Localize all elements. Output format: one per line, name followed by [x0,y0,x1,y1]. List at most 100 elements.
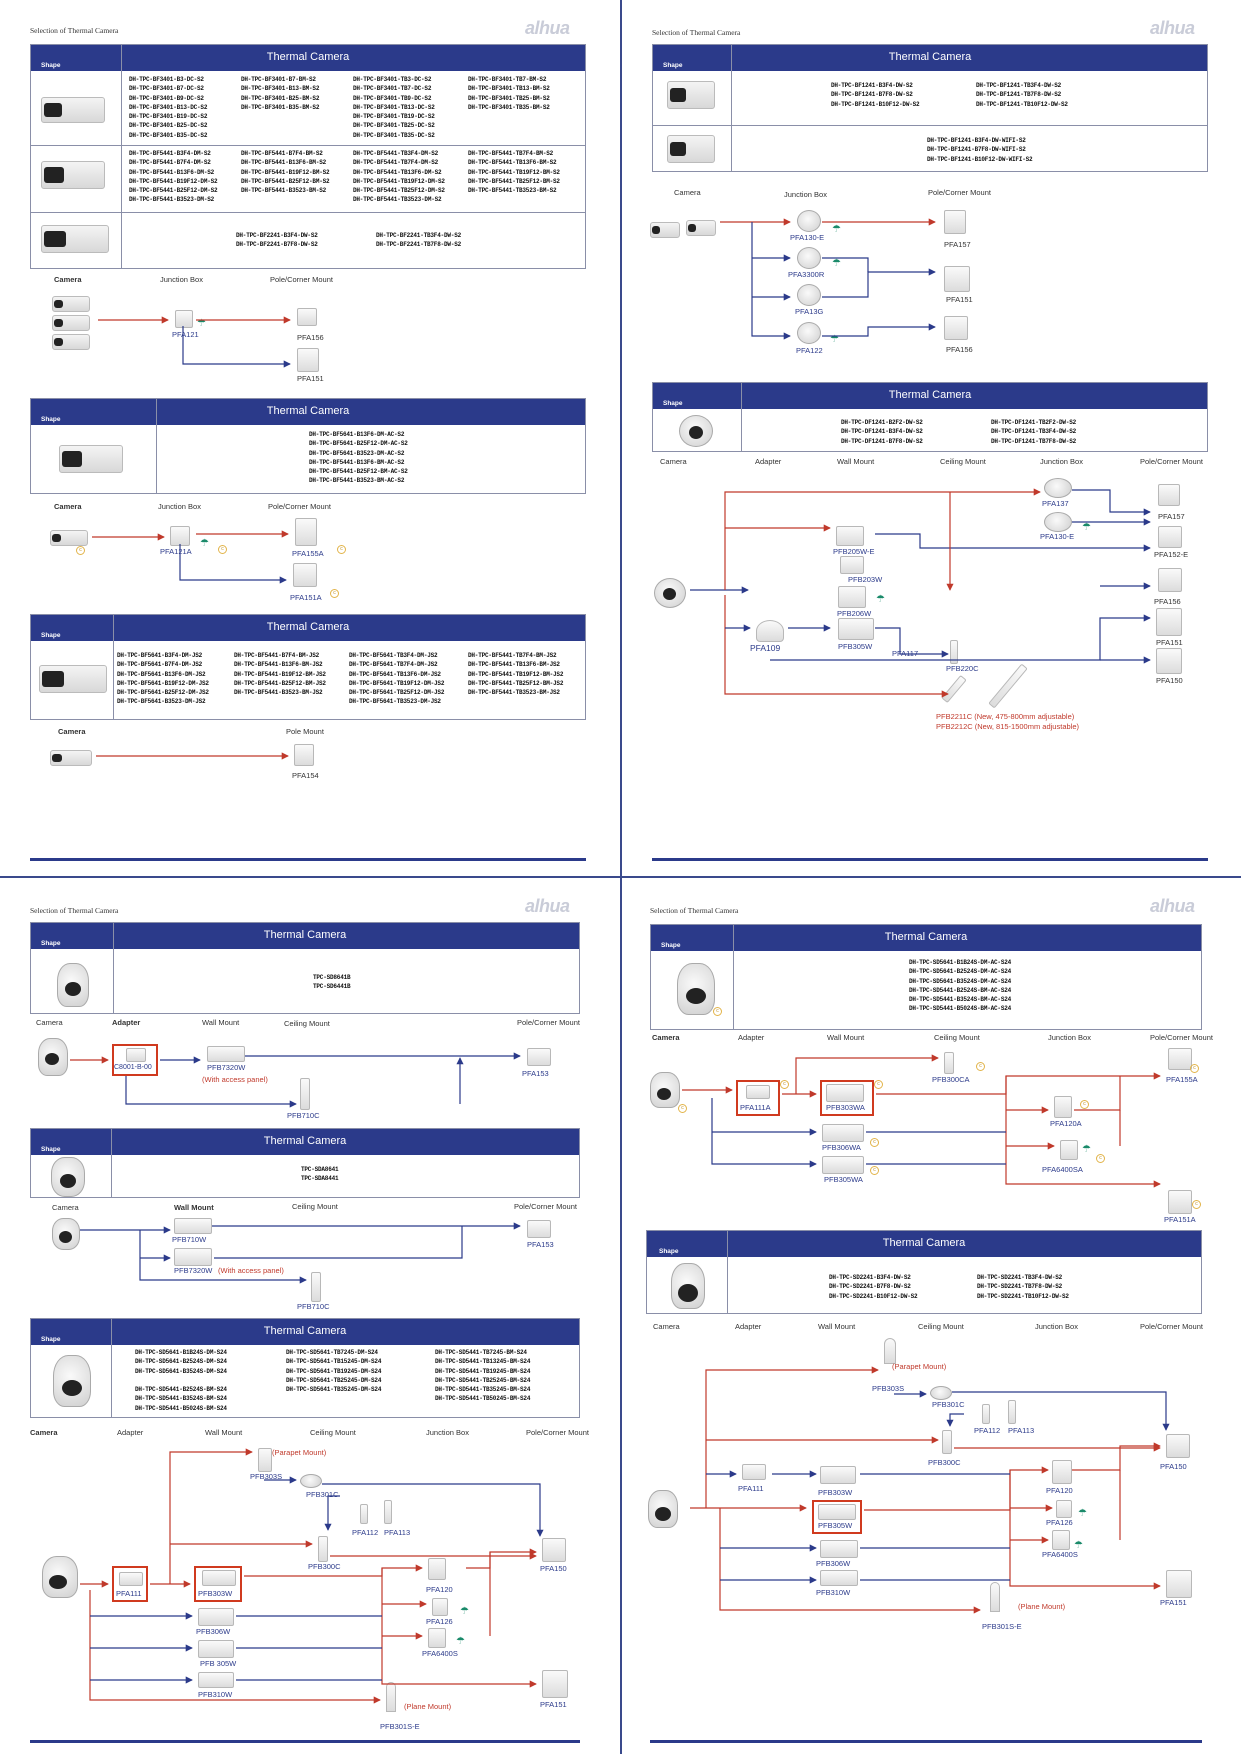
pole-mount-image [294,744,314,766]
model-table-bullet-ac: Thermal Camera Shape DH-TPC-BF5641-B13F6… [30,398,586,494]
part-pfa126: PFA126 [426,1617,453,1626]
part-pfb305wa: PFB305WA [824,1175,863,1184]
pole-mount-image [1168,1048,1192,1070]
corner-mount-image [1156,608,1182,636]
shape-label: Shape [41,1336,61,1343]
wall-mount-image [174,1248,212,1266]
wall-mount-image [820,1466,856,1484]
pole-mount-image [295,518,317,546]
pole-mount-image [1166,1434,1190,1458]
col-label-adapter: Adapter [738,1033,765,1042]
col-label-camera: Camera [674,188,701,197]
ptz-camera-image [57,963,89,1007]
model-table-ptz-ac: Thermal Camera Shape c DH-TPC-SD5641-B1B… [650,924,1202,1030]
waterproof-icon: ☂ [1078,1508,1087,1519]
part-pfa151: PFA151 [297,374,324,383]
bullet-camera-image [59,445,123,473]
junction-box-image [1052,1530,1070,1550]
ceiling-mount-image [988,663,1028,709]
section-title: Selection of Thermal Camera [652,28,741,37]
corner-mount-image [1166,1570,1192,1598]
col-label-pole-mount: Pole/Corner Mount [928,188,991,197]
model-list: DH-TPC-BF3401-TB3-DC-S2 DH-TPC-BF3401-TB… [353,76,435,139]
part-pfb301se: PFB301S-E [380,1722,420,1731]
wall-mount-image [838,586,866,608]
part-pfa121a: PFA121A [160,547,192,556]
part-pfb300c: PFB300C [928,1458,961,1467]
extension-pole-image [360,1504,368,1524]
junction-box-image [428,1628,446,1648]
model-table-ptz-sd: Thermal Camera Shape DH-TPC-SD5641-B1B24… [30,1318,580,1418]
col-label-adapter: Adapter [755,457,782,466]
shape-label: Shape [41,62,61,69]
part-pfa151: PFA151 [540,1700,567,1709]
brand-logo: alhua [1150,18,1195,38]
ptz-camera-image [53,1355,91,1407]
part-pfb300c: PFB300C [308,1562,341,1571]
wall-mount-image [822,1156,864,1174]
part-pfa120a: PFA120A [1050,1119,1082,1128]
adapter-image [742,1464,766,1480]
camera-image [52,296,90,312]
part-pfa156: PFA156 [297,333,324,342]
part-pfb305w: PFB305W [818,1521,853,1530]
camera-image [50,530,88,546]
extension-pole-image [982,1404,990,1424]
ptz-camera-image [650,1072,680,1108]
table-title: Thermal Camera [266,51,350,63]
col-label-junction-box: Junction Box [426,1428,469,1437]
part-pfa155a: PFA155A [292,549,324,558]
waterproof-icon: ☂ [876,594,885,605]
part-pfa120: PFA120 [426,1585,453,1594]
note-pfb2212c: PFB2212C (New, 815-1500mm adjustable) [936,722,1079,731]
model-list: DH-TPC-BF5441-B3F4-DM-S2 DH-TPC-BF5441-B… [129,150,218,204]
part-pfb310w: PFB310W [198,1690,233,1699]
col-label-pole-mount: Pole/Corner Mount [268,502,331,511]
model-list: DH-TPC-BF5441-B7F4-BM-JS2 DH-TPC-BF5441-… [234,652,326,697]
model-list: DH-TPC-DF1241-TB2F2-DW-S2 DH-TPC-DF1241-… [991,419,1077,445]
part-pfa121: PFA121 [172,330,199,339]
ptz-camera-image [52,1218,80,1250]
ceiling-mount-image [942,1430,952,1454]
waterproof-icon: ☂ [830,334,839,345]
part-pfa130e: PFA130-E [790,233,825,242]
note-plane-mount: (Plane Mount) [1018,1602,1066,1611]
adapter-image [746,1085,770,1099]
col-label-camera: Camera [652,1033,680,1042]
junction-box-image [797,322,821,344]
col-label-camera: Camera [36,1018,63,1027]
ceiling-mount-image [930,1386,952,1400]
part-pfb206w: PFB206W [837,609,872,618]
part-pfa155a: PFA155A [1166,1075,1198,1084]
model-list: DH-TPC-SD5641-TB7245-DM-S24 DH-TPC-SD564… [286,1349,382,1394]
model-list: DH-TPC-SD5441-TB7245-BM-S24 DH-TPC-SD544… [435,1349,531,1403]
part-pfa111: PFA111 [738,1484,764,1493]
corner-mount-image [542,1670,568,1698]
model-list: DH-TPC-BF3401-B7-BM-S2 DH-TPC-BF3401-B13… [241,76,320,111]
note-access-panel: (With access panel) [202,1075,268,1084]
col-label-pole-mount: Pole/Corner Mount [514,1202,577,1211]
shape-label: Shape [41,632,61,639]
part-pfa151: PFA151 [1160,1598,1187,1607]
page-divider-horizontal [0,876,1241,878]
table-title: Thermal Camera [266,621,350,633]
pole-mount-image [1156,648,1182,674]
part-pfb301c: PFB301C [932,1400,965,1409]
note-plane-mount: (Plane Mount) [404,1702,452,1711]
part-pfb203w: PFB203W [848,575,883,584]
part-c8001b00: C8001-B-00 [114,1064,152,1071]
wall-mount-image [818,1504,856,1520]
model-table-bullet-js: Thermal Camera Shape DH-TPC-BF5641-B3F4-… [30,614,586,720]
model-list: DH-TPC-DF1241-B2F2-DW-S2 DH-TPC-DF1241-B… [841,419,923,445]
brand-logo: alhua [525,18,570,38]
col-label-ceiling-mount: Ceiling Mount [934,1033,980,1042]
part-pfa151: PFA151 [946,295,973,304]
model-list: DH-TPC-BF3401-TB7-BM-S2 DH-TPC-BF3401-TB… [468,76,550,111]
model-list: DH-TPC-BF2241-B3F4-DW-S2 DH-TPC-BF2241-B… [236,232,318,249]
ptz-camera-image [677,963,715,1015]
pole-mount-image [1158,568,1182,592]
ptz-camera-image [38,1038,68,1076]
corner-mount-image [297,348,319,372]
shape-label: Shape [41,1146,61,1153]
waterproof-icon: ☂ [456,1636,465,1647]
